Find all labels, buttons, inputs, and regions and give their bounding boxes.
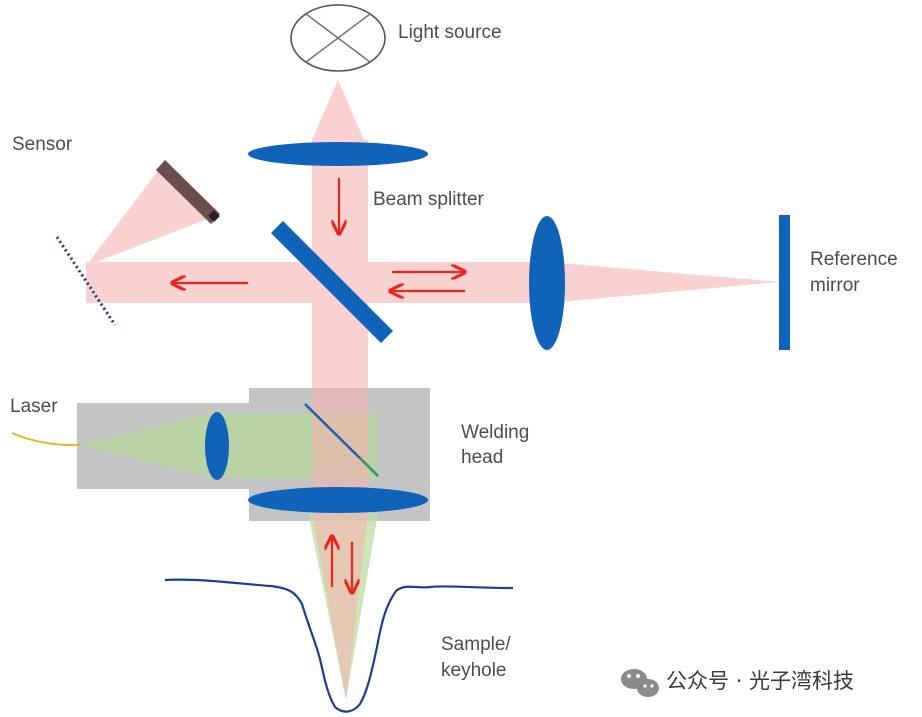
source-cone bbox=[312, 80, 364, 140]
reference-mirror-label-2: mirror bbox=[810, 275, 860, 296]
reference-cone bbox=[548, 262, 780, 303]
laser-fiber bbox=[11, 432, 81, 447]
signal-arrows bbox=[172, 178, 465, 593]
light-source-label: Light source bbox=[398, 22, 502, 43]
reference-mirror-label-1: Reference bbox=[810, 249, 898, 270]
collimator-lens bbox=[248, 142, 428, 166]
welding-head-label-1: Welding bbox=[461, 422, 529, 443]
sample-label-2: keyhole bbox=[441, 660, 507, 681]
wechat-icon bbox=[621, 669, 659, 697]
reference-lens bbox=[529, 216, 565, 350]
beam-splitter bbox=[271, 221, 393, 343]
focusing-lens bbox=[248, 487, 428, 513]
sensor-label: Sensor bbox=[12, 134, 73, 155]
laser-beam bbox=[80, 413, 378, 478]
watermark-text: 公众号 · 光子湾科技 bbox=[666, 669, 854, 693]
sensor-cone bbox=[86, 168, 215, 266]
oct-beam-paths bbox=[86, 80, 780, 700]
laser-lens bbox=[205, 412, 229, 480]
keyhole-profile bbox=[164, 578, 514, 713]
light-source bbox=[290, 4, 386, 72]
beam-splitter-label: Beam splitter bbox=[373, 189, 485, 210]
welding-head-label-2: head bbox=[461, 447, 503, 468]
reference-mirror bbox=[779, 215, 790, 350]
sensor bbox=[156, 160, 220, 224]
laser-label: Laser bbox=[10, 396, 58, 417]
sample-cone bbox=[312, 513, 368, 700]
sample-label-1: Sample/ bbox=[441, 634, 511, 655]
